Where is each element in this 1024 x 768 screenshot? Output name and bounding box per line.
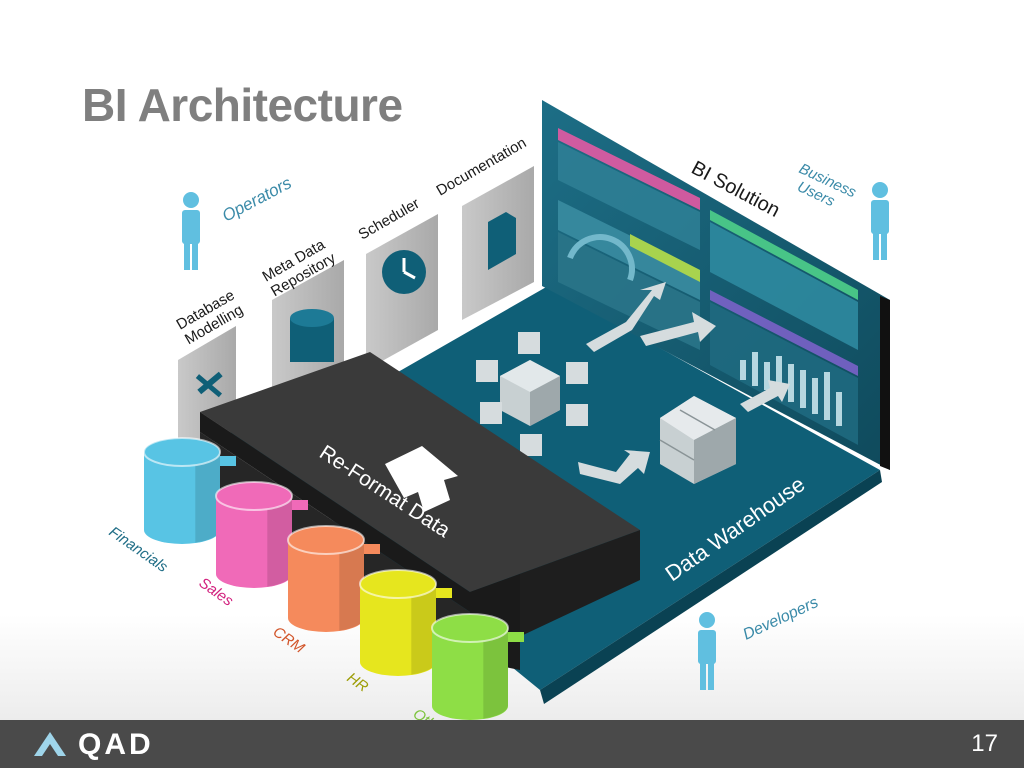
cylinder-top xyxy=(143,437,221,467)
data-source-cylinders xyxy=(143,437,524,720)
star-cube-icon xyxy=(476,332,588,456)
cylinder-body xyxy=(288,540,364,632)
cylinder-body xyxy=(144,452,220,544)
source-label-hr: HR xyxy=(344,669,372,695)
cylinder-shade xyxy=(483,628,508,719)
developer-person-icon xyxy=(698,612,716,690)
operators-label: Operators xyxy=(219,173,295,225)
database-icon xyxy=(290,309,334,362)
slide-title: BI Architecture xyxy=(82,79,403,131)
cylinder-top xyxy=(287,525,365,555)
arrow-right-icon xyxy=(640,312,716,346)
dashboard-screens xyxy=(558,128,858,445)
cylinder-other xyxy=(431,613,524,720)
cylinder-pipe xyxy=(218,456,236,466)
cylinder-sales xyxy=(215,481,308,588)
business-users-label: Business Users xyxy=(789,160,862,218)
tool-panel-scheduler: Scheduler xyxy=(356,195,438,370)
bi-architecture-diagram: Data Warehouse xyxy=(106,100,890,720)
arrow-up-icon xyxy=(586,282,666,352)
footer-bar: QAD 17 xyxy=(0,720,1024,768)
tools-icon xyxy=(195,371,223,398)
cylinder-body xyxy=(360,584,436,676)
cylinder-pipe xyxy=(434,588,452,598)
business-user-person-icon xyxy=(871,182,889,260)
database-modelling-label: Database Modelling xyxy=(174,285,250,349)
qad-logo-icon xyxy=(34,732,66,756)
flow-arrows xyxy=(578,282,790,484)
cylinder-crm xyxy=(287,525,380,632)
cylinder-pipe xyxy=(506,632,524,642)
cylinder-pipe xyxy=(290,500,308,510)
cylinder-top xyxy=(215,481,293,511)
clock-icon xyxy=(382,250,426,294)
arrow-to-wall-icon xyxy=(740,380,790,412)
cylinder-shade xyxy=(339,540,364,631)
cube-cluster-icon xyxy=(659,396,736,484)
tool-panel-documentation: Documentation xyxy=(434,134,534,320)
developers-label: Developers xyxy=(741,594,822,644)
cylinder-body xyxy=(216,496,292,588)
operator-person-icon xyxy=(182,192,200,270)
cylinder-top xyxy=(359,569,437,599)
cylinder-financials xyxy=(143,437,236,544)
cylinder-pipe xyxy=(362,544,380,554)
cylinder-shade xyxy=(195,452,220,543)
page-number: 17 xyxy=(971,730,998,757)
cylinder-shade xyxy=(267,496,292,587)
cylinder-body xyxy=(432,628,508,720)
qad-logo-text: QAD xyxy=(78,728,154,761)
bi-solution-wall: BI Solution xyxy=(542,100,890,470)
arrow-curve-icon xyxy=(578,450,650,484)
reformat-up-arrow-icon xyxy=(385,446,458,512)
cylinder-shade xyxy=(411,584,436,675)
cylinder-hr xyxy=(359,569,452,676)
cylinder-top xyxy=(431,613,509,643)
document-icon xyxy=(488,212,516,270)
